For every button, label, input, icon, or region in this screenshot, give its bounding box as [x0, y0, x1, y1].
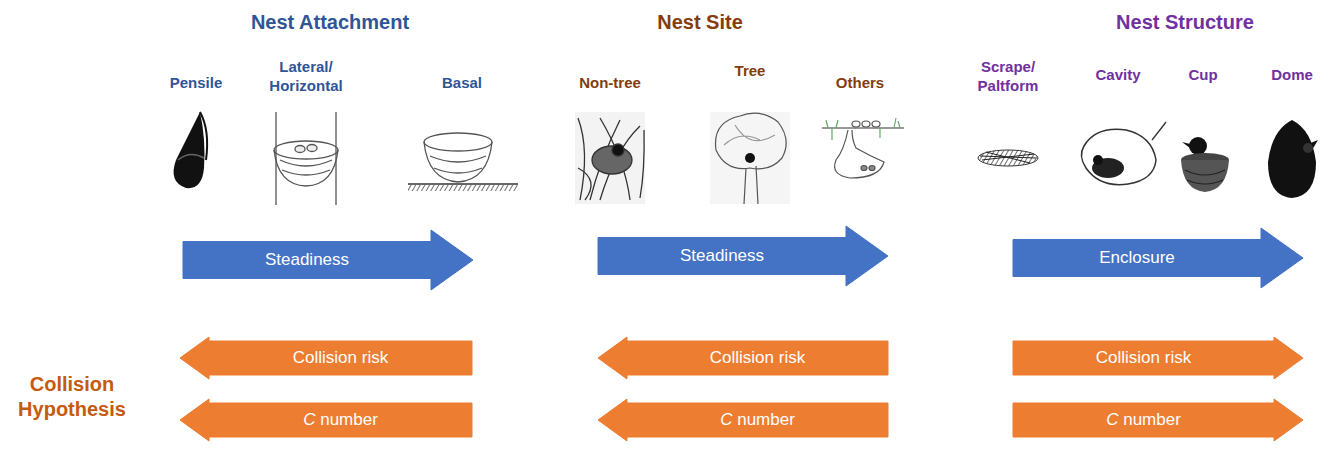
arrow-box: Collision risk	[598, 337, 888, 379]
category-label: Pensile	[146, 74, 246, 93]
tree-nest	[710, 112, 790, 204]
category-label: Others	[815, 74, 905, 93]
dome-nest	[1268, 120, 1318, 198]
arrow-box: Collision risk	[180, 337, 472, 379]
arrow-body	[180, 399, 472, 441]
category-label: Lateral/ Horizontal	[256, 58, 356, 96]
category-label: Scrape/ Paltform	[965, 58, 1051, 96]
arrow-text: Enclosure	[1099, 248, 1175, 268]
arrow-body	[598, 399, 888, 441]
arrow-box: C number	[180, 399, 472, 441]
arrow-body	[598, 337, 888, 379]
other-nest	[822, 118, 904, 178]
lateral-nest	[274, 112, 338, 205]
arrow-text: Collision risk	[710, 348, 805, 368]
arrow-body	[1013, 337, 1303, 379]
category-label: Cavity	[1078, 66, 1158, 85]
pensile-nest	[174, 112, 208, 188]
cup-nest	[1181, 137, 1229, 192]
arrow-text: C number	[720, 410, 795, 430]
scrape-nest	[978, 150, 1038, 166]
arrow-box: C number	[1013, 399, 1303, 441]
section-heading: Nest Structure	[1075, 10, 1295, 35]
category-label: Non-tree	[560, 74, 660, 93]
arrow-text: C number	[303, 410, 378, 430]
arrow-text: Collision risk	[1096, 348, 1191, 368]
category-label: Basal	[422, 74, 502, 93]
arrow-body	[1013, 228, 1303, 288]
arrow-text: C number	[1106, 410, 1181, 430]
category-label: Cup	[1173, 66, 1233, 85]
arrow-box: Steadiness	[598, 226, 888, 286]
non-tree-nest	[575, 112, 645, 204]
arrow-box: Collision risk	[1013, 337, 1303, 379]
arrow-body	[598, 226, 888, 286]
arrow-text: Collision risk	[293, 348, 388, 368]
basal-nest	[408, 133, 518, 191]
arrow-body	[180, 337, 472, 379]
section-heading: Nest Attachment	[200, 10, 460, 35]
hypothesis-label: Collision Hypothesis	[7, 372, 137, 422]
arrow-body	[1013, 399, 1303, 441]
category-label: Tree	[710, 62, 790, 81]
arrow-text: Steadiness	[680, 246, 764, 266]
arrow-text: Steadiness	[265, 250, 349, 270]
arrow-box: C number	[598, 399, 888, 441]
arrow-box: Enclosure	[1013, 228, 1303, 288]
section-heading: Nest Site	[600, 10, 800, 35]
cavity-nest	[1081, 122, 1166, 185]
arrow-body	[183, 230, 473, 290]
arrow-box: Steadiness	[183, 230, 473, 290]
category-label: Dome	[1262, 66, 1322, 85]
